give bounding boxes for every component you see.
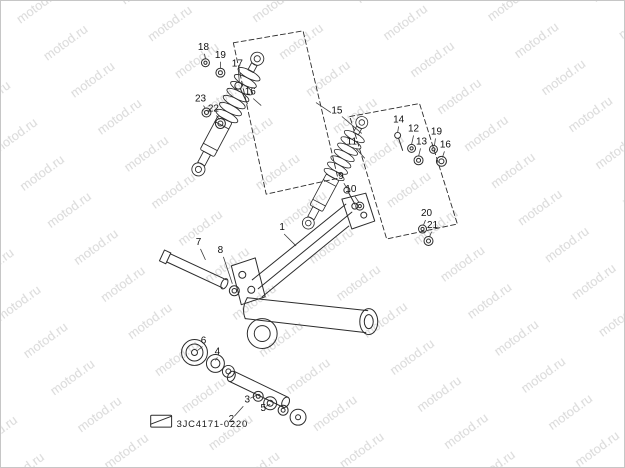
footer: 3JC4171-0220 — [150, 414, 248, 430]
bolt-14 — [394, 131, 402, 139]
callout-leader-23 — [203, 105, 206, 109]
callout-23: 23 — [195, 94, 207, 105]
collar-5 — [266, 399, 274, 407]
callout-labels: 1234567891011121314151616171819192021222… — [195, 42, 451, 425]
diagram-part-code: 3JC4171-0220 — [177, 419, 248, 430]
callout-7: 7 — [196, 237, 202, 248]
callout-9: 9 — [338, 171, 344, 182]
callout-14: 14 — [393, 114, 405, 125]
bolt-17 — [234, 81, 243, 90]
left-shock-assembly-box — [232, 30, 339, 195]
pivot-bracket — [230, 257, 266, 306]
callout-3: 3 — [245, 394, 251, 405]
callout-6: 6 — [201, 336, 207, 347]
nut-21 — [426, 238, 431, 244]
callout-22: 22 — [208, 104, 220, 115]
end-washer — [295, 414, 302, 421]
nut-13 — [416, 157, 422, 163]
washer-18 — [203, 60, 208, 65]
callout-leader-16 — [442, 151, 445, 158]
callout-leader-22 — [216, 115, 220, 120]
washer-10 — [357, 204, 362, 209]
callout-21: 21 — [427, 220, 439, 231]
callout-5: 5 — [260, 403, 266, 414]
callout-4: 4 — [215, 346, 221, 357]
pivot-bolt — [158, 249, 240, 297]
collar-22 — [217, 120, 224, 127]
callout-leader-3 — [250, 394, 257, 399]
swingarm — [230, 192, 379, 350]
left-shock-hardware — [200, 58, 248, 129]
bolt-9 — [343, 186, 351, 194]
callout-2: 2 — [229, 414, 235, 425]
bearing-caps — [181, 339, 235, 378]
axle-tube-opening — [359, 308, 379, 336]
diagram-linework — [158, 30, 458, 426]
right-shock-hardware — [343, 131, 447, 246]
washer-12 — [409, 146, 414, 151]
callout-11: 11 — [347, 136, 358, 147]
axle-shaft-group — [226, 370, 307, 426]
callout-16: 16 — [440, 139, 452, 150]
left-shock-absorber — [184, 46, 272, 182]
callout-leader-10 — [354, 195, 360, 203]
callout-12: 12 — [408, 123, 420, 134]
bolt-head-7 — [158, 249, 172, 265]
callout-leader-16 — [252, 98, 262, 106]
callout-17: 17 — [232, 59, 244, 70]
right-shock-assembly-box — [349, 103, 458, 240]
callout-leader-17 — [237, 70, 240, 82]
callout-leader-5 — [266, 403, 271, 407]
callout-1: 1 — [279, 222, 285, 233]
callout-leader-4 — [215, 357, 218, 361]
right-shock-absorber — [295, 111, 375, 234]
washer-19 — [431, 147, 436, 152]
callout-leader-13 — [418, 148, 421, 157]
callout-18: 18 — [198, 42, 210, 53]
callout-leader-15 — [315, 102, 332, 113]
washer-20 — [420, 226, 425, 232]
callout-10: 10 — [345, 184, 357, 195]
washer-23 — [203, 110, 209, 116]
callout-19: 19 — [431, 126, 443, 137]
callout-leader-18 — [204, 53, 206, 59]
callout-19: 19 — [215, 50, 227, 61]
callout-leader-12 — [411, 135, 414, 145]
brand-logo-icon — [150, 414, 173, 428]
callout-leader-2 — [234, 405, 244, 417]
callout-leader-8 — [223, 256, 233, 284]
bushing-16 — [438, 158, 445, 165]
callout-leader-9 — [343, 183, 348, 189]
shock-mount-bracket — [341, 192, 376, 230]
callout-16: 16 — [245, 87, 257, 98]
callout-leader-1 — [283, 233, 297, 247]
shaft-2 — [226, 370, 236, 383]
nut-8 — [231, 287, 238, 294]
callout-leader-11 — [355, 148, 366, 159]
callout-leader-20 — [423, 219, 426, 226]
nut-19 — [217, 70, 223, 76]
callout-leader-19 — [434, 138, 436, 146]
callout-8: 8 — [218, 245, 224, 256]
callout-15: 15 — [331, 106, 343, 117]
cap-6 — [181, 339, 208, 366]
callout-13: 13 — [416, 136, 428, 147]
ring-4 — [205, 353, 225, 373]
callout-leader-6 — [197, 346, 203, 351]
callout-leader-15 — [341, 116, 363, 134]
callout-leader-21 — [429, 231, 432, 238]
bearing-housing — [246, 318, 278, 350]
callout-leader-7 — [200, 248, 206, 261]
callout-leader-14 — [397, 126, 400, 133]
washer-3 — [255, 393, 261, 399]
callout-20: 20 — [421, 208, 433, 219]
